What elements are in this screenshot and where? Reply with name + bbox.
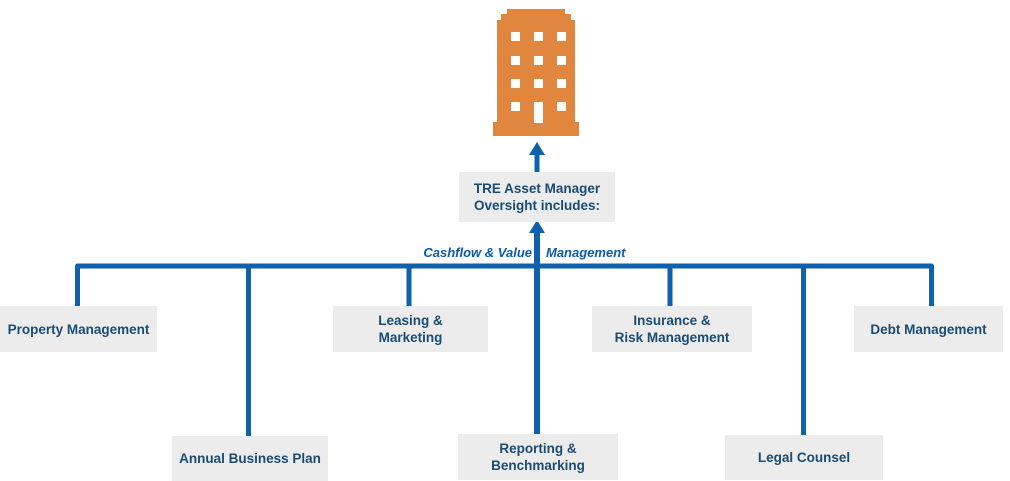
branch-box-legal-counsel: Legal Counsel bbox=[725, 435, 883, 480]
building-icon bbox=[493, 9, 579, 136]
branch-label: Annual Business Plan bbox=[179, 451, 321, 466]
caption-management: Management bbox=[546, 245, 626, 260]
branch-box-insurance-risk-management: Insurance & Risk Management bbox=[592, 306, 752, 352]
branch-box-leasing-marketing: Leasing & Marketing bbox=[333, 306, 488, 352]
branch-label: Debt Management bbox=[870, 321, 987, 337]
connector-bracket bbox=[75, 263, 934, 307]
branch-label: Legal Counsel bbox=[757, 450, 851, 465]
branch-box-reporting-benchmarking: Reporting & Benchmarking bbox=[458, 434, 618, 480]
arrow-up-to-root-box bbox=[529, 220, 545, 436]
branch-box-debt-management: Debt Management bbox=[854, 306, 1003, 352]
branch-box-property-management: Property Management bbox=[0, 306, 157, 352]
branch-label: Leasing & Marketing bbox=[378, 313, 443, 345]
arrow-up-to-building-icon bbox=[529, 142, 545, 172]
branch-label: Reporting & Benchmarking bbox=[491, 441, 585, 473]
root-box-label: TRE Asset Manager Oversight includes: bbox=[473, 181, 601, 213]
caption-cashflow-value: Cashflow & Value bbox=[423, 245, 532, 260]
branch-box-annual-business-plan: Annual Business Plan bbox=[172, 436, 328, 481]
branch-label: Property Management bbox=[7, 321, 150, 337]
root-box: TRE Asset Manager Oversight includes: bbox=[459, 172, 615, 222]
branch-label: Insurance & Risk Management bbox=[614, 313, 730, 345]
